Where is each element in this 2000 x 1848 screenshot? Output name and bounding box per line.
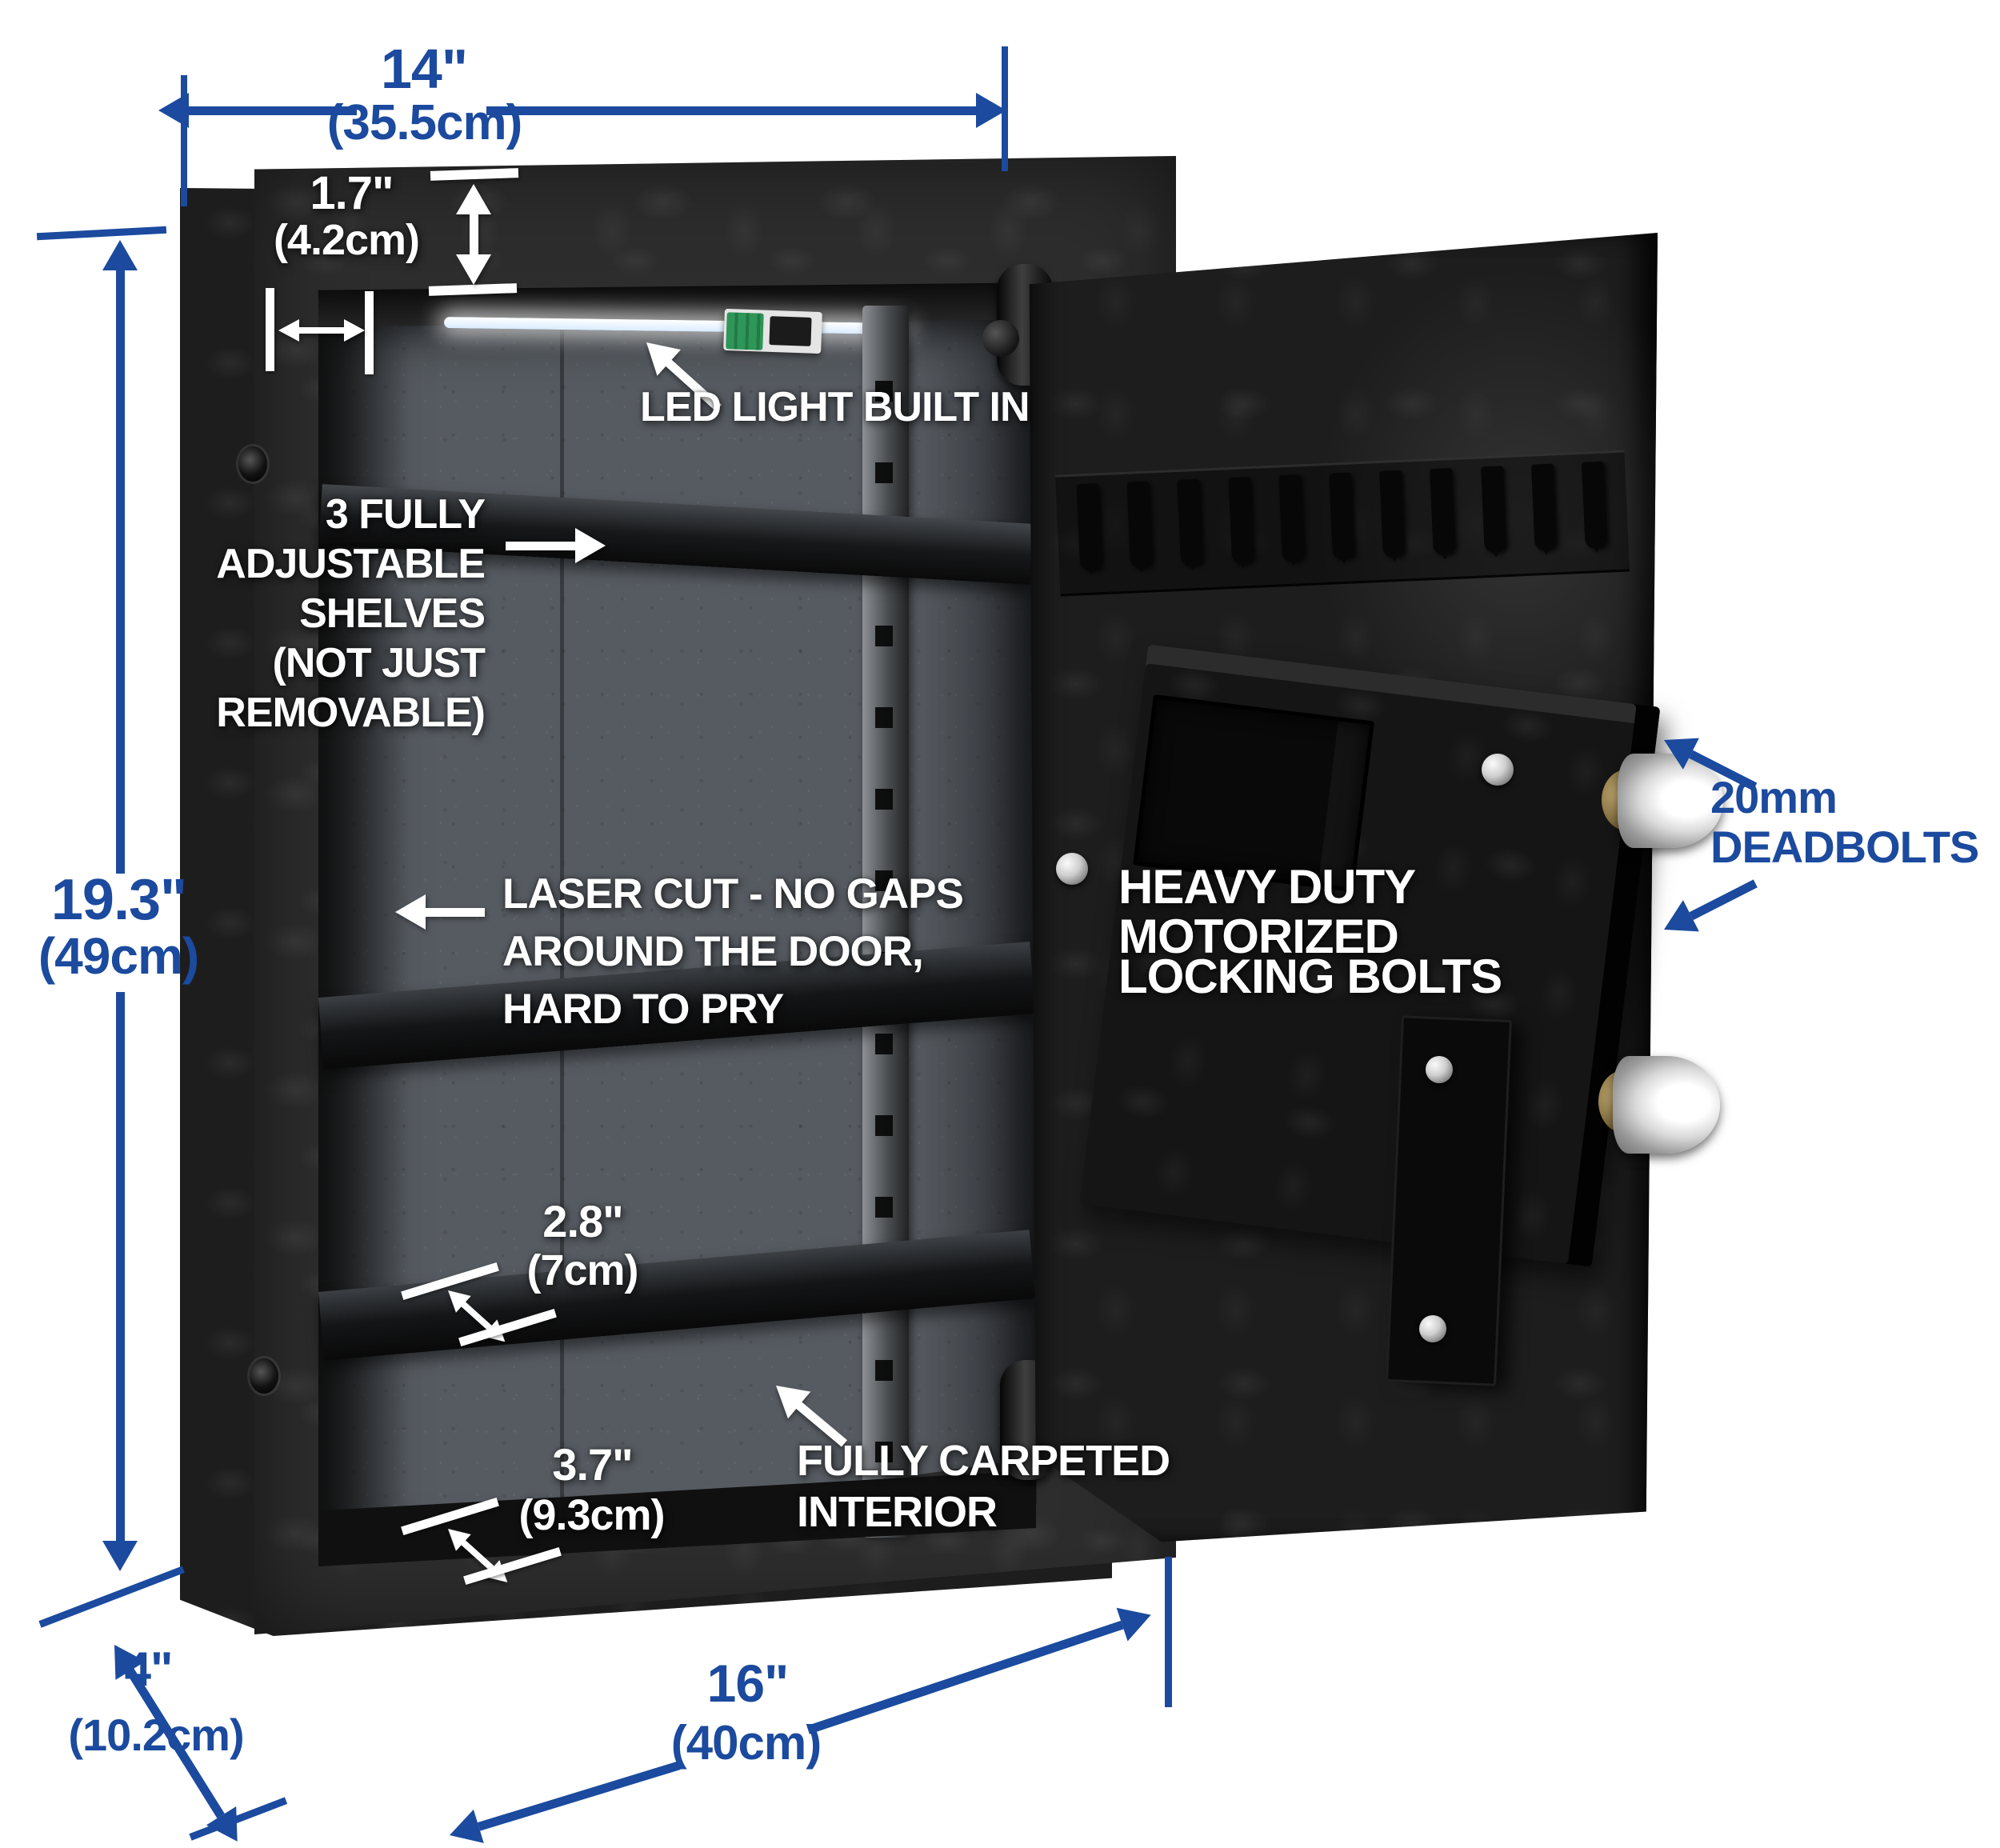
jewelry-hook — [1430, 467, 1457, 556]
deadbolts-label-line2: DEADBOLTS — [1710, 822, 1979, 872]
jewelry-hook — [1126, 481, 1154, 569]
jewelry-hook — [1480, 466, 1507, 554]
dim-top-width-metric: (35.5cm) — [326, 95, 523, 150]
lockbox-screw — [1482, 754, 1514, 786]
dim-bottom-width-arrow-left — [444, 1748, 685, 1848]
arrow-shaft — [469, 214, 478, 254]
deadbolt-top — [1618, 754, 1723, 848]
jewelry-hook — [1177, 478, 1204, 566]
arrow-shaft — [506, 541, 575, 550]
bolts-callout-line2: LOCKING BOLTS — [1118, 950, 1502, 1003]
plate-screw — [1419, 1315, 1446, 1342]
led-battery-slot — [769, 316, 812, 346]
mounting-hole — [238, 446, 267, 482]
jewelry-hook — [1379, 470, 1406, 558]
shelves-line5: REMOVABLE) — [216, 690, 486, 736]
carpet-seam — [560, 308, 564, 1552]
laser-line1: LASER CUT - NO GAPS — [502, 870, 964, 918]
led-callout-label: LED LIGHT BUILT IN — [640, 384, 1030, 430]
arrow-shaft — [806, 1620, 1124, 1734]
arrow-shaft — [189, 106, 357, 115]
dim-bottom-width-arrow-right — [802, 1598, 1157, 1746]
deadbolt-arrow-lower — [1656, 867, 1763, 946]
jewelry-hook — [1227, 476, 1254, 565]
arrowhead — [575, 528, 606, 563]
arrowhead — [278, 319, 299, 342]
lockbox-screw — [1056, 853, 1088, 885]
jewelry-hook — [1530, 463, 1558, 551]
deadbolt-bottom — [1613, 1056, 1720, 1154]
laser-callout-arrow — [395, 894, 485, 930]
arrow-shaft — [477, 1761, 681, 1831]
arrowhead — [1656, 900, 1699, 946]
arrowhead — [976, 93, 1006, 128]
arrowhead — [102, 240, 138, 270]
arrowhead — [158, 93, 189, 128]
dim-top-depth-metric: (4.2cm) — [273, 216, 420, 264]
dim-height-tick-bottom — [38, 1566, 185, 1628]
dim-top-depth-arrow — [456, 184, 491, 285]
jewelry-hook — [1329, 472, 1355, 560]
dim-height-arrow-down — [102, 992, 138, 1571]
carpet-callout-line1: FULLY CARPETED — [797, 1437, 1170, 1485]
gap-small-metric: (7cm) — [526, 1246, 638, 1294]
jewelry-hook-rail — [1055, 450, 1630, 597]
frame-gap-bar-left — [266, 288, 274, 371]
led-circuit-board — [726, 312, 764, 350]
plate-screw — [1426, 1056, 1453, 1083]
arrow-shaft — [115, 992, 125, 1541]
dim-bottom-width-tick-right — [1165, 1557, 1172, 1707]
shelves-line3: SHELVES — [299, 590, 486, 637]
dim-height-tick-top — [36, 226, 167, 241]
arrowhead — [1116, 1598, 1157, 1642]
carpet-callout-line2: INTERIOR — [797, 1488, 998, 1536]
jewelry-hook — [1278, 474, 1305, 562]
dim-top-width-tick-left — [181, 75, 187, 206]
laser-line3: HARD TO PRY — [502, 986, 784, 1033]
arrow-shaft — [115, 270, 125, 874]
arrowhead — [444, 1809, 484, 1848]
arrow-shaft — [486, 106, 976, 115]
arrowhead — [344, 319, 365, 342]
jewelry-hook — [1076, 483, 1103, 571]
dim-height-inches: 19.3" — [50, 868, 187, 932]
gap-large-inches: 3.7" — [552, 1439, 633, 1490]
dim-height-arrow-up — [102, 240, 138, 874]
arrow-shaft — [1689, 878, 1758, 920]
frame-gap-arrow — [278, 318, 365, 342]
shelves-line4: (NOT JUST — [272, 640, 486, 686]
dim-bottom-width-inches: 16" — [706, 1654, 790, 1713]
deadbolts-label-line1: 20mm — [1710, 772, 1838, 822]
dim-top-width-arrow-right — [486, 93, 1006, 128]
dim-top-width-arrow-left — [158, 93, 357, 128]
arrow-shaft — [426, 907, 485, 917]
dim-top-depth-inches: 1.7" — [310, 167, 394, 219]
arrowhead — [102, 1541, 138, 1571]
arrow-shaft — [299, 327, 344, 334]
frame-gap-bar-right — [365, 291, 374, 374]
arrowhead — [456, 254, 491, 285]
shelves-line2: ADJUSTABLE — [216, 541, 486, 587]
mounting-hole — [250, 1358, 278, 1394]
shelves-line1: 3 FULLY — [325, 491, 486, 538]
shelf-standard-slots — [875, 320, 893, 1520]
dim-top-width-inches: 14" — [380, 38, 468, 100]
jewelry-hook — [1581, 461, 1608, 549]
arrowhead — [456, 184, 491, 214]
dim-height-metric: (49cm) — [38, 927, 199, 985]
gap-large-metric: (9.3cm) — [518, 1491, 665, 1539]
hinge-top-knuckle — [982, 320, 1019, 357]
gap-small-inches: 2.8" — [542, 1196, 623, 1246]
arrowhead — [395, 894, 426, 930]
laser-line2: AROUND THE DOOR, — [502, 928, 924, 975]
dim-bottom-width-metric: (40cm) — [670, 1716, 822, 1770]
shelves-callout-arrow — [506, 528, 606, 563]
shelves-callout: 3 FULLY ADJUSTABLE SHELVES (NOT JUST REM… — [198, 490, 486, 738]
bolts-callout-line1: HEAVY DUTY MOTORIZED — [1118, 860, 1415, 964]
laser-callout: LASER CUT - NO GAPS AROUND THE DOOR, HAR… — [502, 866, 966, 1038]
